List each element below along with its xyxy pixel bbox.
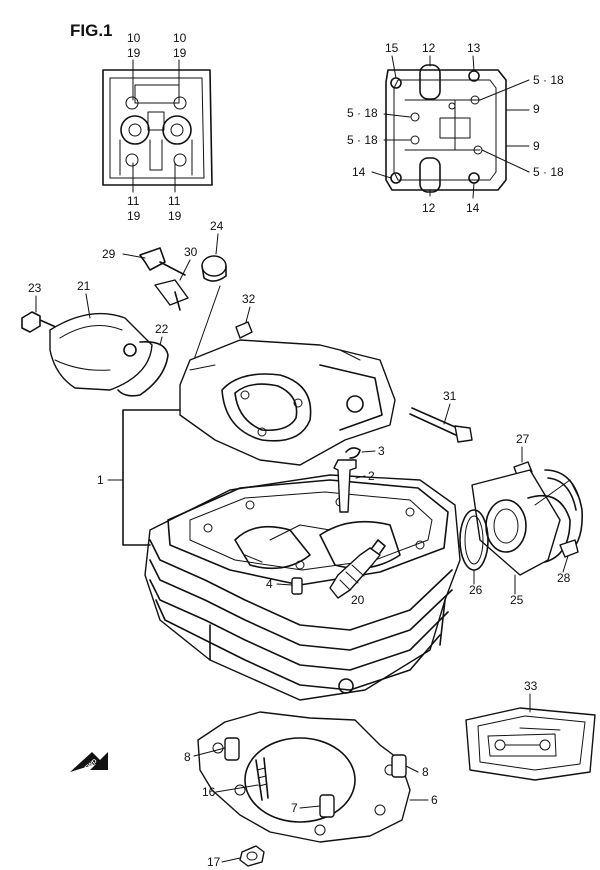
callout-16: 16 <box>202 785 216 799</box>
dowel-4 <box>291 577 303 595</box>
callout-24: 24 <box>210 219 224 233</box>
callout-15: 15 <box>385 41 399 55</box>
callout-33: 33 <box>524 679 538 693</box>
callout-12-top: 12 <box>422 41 436 55</box>
callout-11-right: 11 <box>168 194 181 208</box>
head-top-detail-right <box>385 64 507 193</box>
callout-32: 32 <box>242 292 256 306</box>
cylinder-head <box>144 339 461 701</box>
callout-31: 31 <box>443 389 457 403</box>
callout-9-top: 9 <box>533 102 540 116</box>
callout-8-left: 8 <box>184 750 191 764</box>
callout-2: 2 <box>368 469 375 483</box>
callout-14-right: 14 <box>466 201 480 215</box>
callout-5-18-d: 5 · 18 <box>533 165 564 179</box>
callout-30: 30 <box>184 245 198 259</box>
callout-25: 25 <box>510 593 524 607</box>
valve-guide-2 <box>333 459 357 513</box>
callout-5-18-b: 5 · 18 <box>347 106 378 120</box>
callout-29: 29 <box>102 247 116 261</box>
callout-22: 22 <box>155 322 169 336</box>
breather-cap-assembly <box>21 247 253 397</box>
callout-19-right-bottom: 19 <box>168 209 182 223</box>
callout-1: 1 <box>97 473 104 487</box>
callout-23: 23 <box>28 281 42 295</box>
callout-19-right-top: 19 <box>173 46 187 60</box>
callout-28: 28 <box>557 571 571 585</box>
fwd-arrow-icon: FWD <box>70 752 108 772</box>
spark-plug-20 <box>329 539 386 599</box>
callout-4: 4 <box>266 577 273 591</box>
callout-10-right: 10 <box>173 31 187 45</box>
callout-20: 20 <box>351 593 365 607</box>
callout-9-bottom: 9 <box>533 139 540 153</box>
callout-13: 13 <box>467 41 481 55</box>
callout-14-left: 14 <box>352 165 366 179</box>
figure-title: FIG.1 <box>70 21 113 40</box>
callout-5-18-a: 5 · 18 <box>533 73 564 87</box>
intake-pipe-assembly <box>459 461 583 576</box>
clip-3 <box>345 447 361 459</box>
callout-6: 6 <box>431 793 438 807</box>
head-top-detail-left <box>102 69 213 186</box>
callout-11-left: 11 <box>127 194 140 208</box>
callout-12-bottom: 12 <box>422 201 436 215</box>
callout-3: 3 <box>378 444 385 458</box>
callout-27: 27 <box>516 432 530 446</box>
callout-7: 7 <box>291 801 298 815</box>
callout-17: 17 <box>207 855 221 869</box>
callout-19-left-bottom: 19 <box>127 209 141 223</box>
callout-21: 21 <box>77 279 91 293</box>
callout-8-right: 8 <box>422 765 429 779</box>
callout-1-bracket <box>122 409 181 546</box>
bolt-31 <box>409 407 473 443</box>
gasket-set-33 <box>465 707 596 781</box>
callout-19-left-top: 19 <box>127 46 141 60</box>
callout-5-18-c: 5 · 18 <box>347 133 378 147</box>
callout-26: 26 <box>469 583 483 597</box>
callout-10-left: 10 <box>127 31 141 45</box>
head-gasket-6 <box>197 711 411 867</box>
